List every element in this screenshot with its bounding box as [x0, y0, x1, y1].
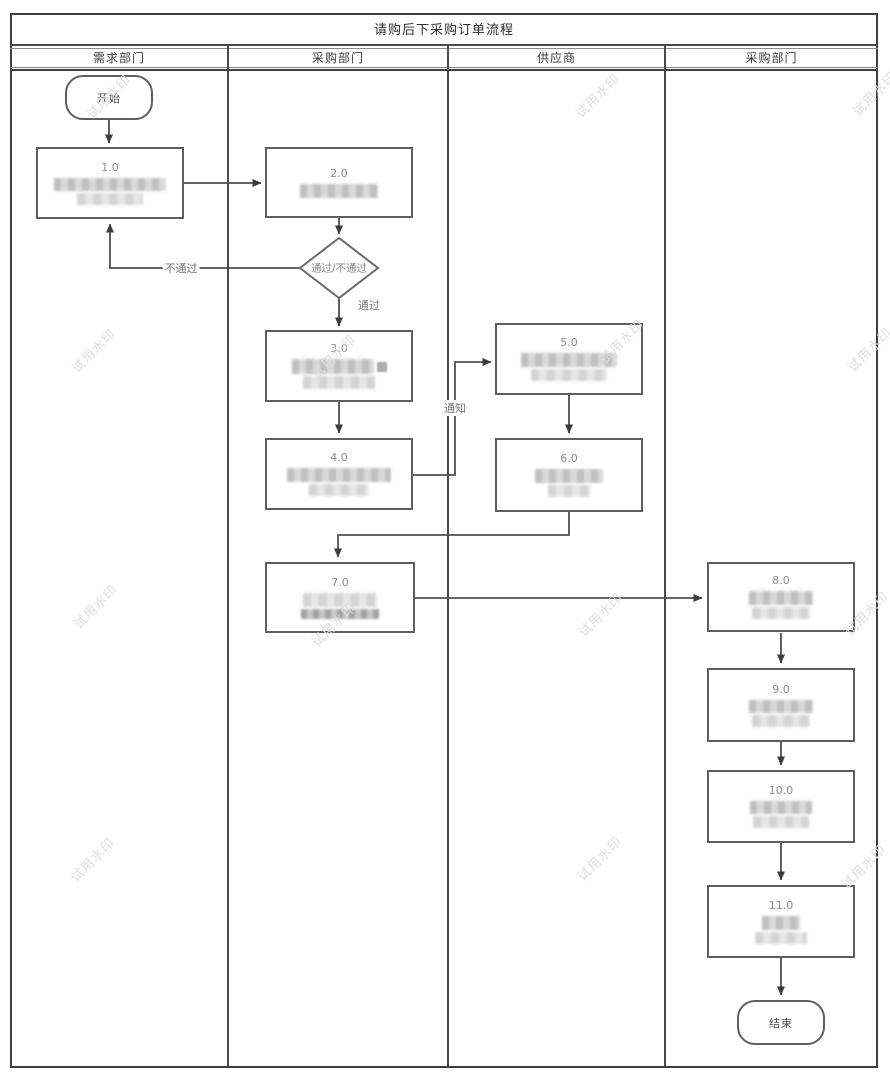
lane-divider-3: [664, 44, 666, 1066]
lane-divider-2: [447, 44, 449, 1066]
step-number: 2.0: [330, 166, 348, 180]
diagram-frame: [10, 13, 878, 1068]
redacted-text-line: [303, 376, 375, 389]
step-box-9: 9.0: [707, 668, 855, 742]
step-box-5: 5.0: [495, 323, 643, 395]
lane-header-purchasing-dept: 采购部门: [311, 50, 364, 65]
redacted-text-line: [287, 468, 391, 482]
step-number: 11.0: [768, 898, 794, 912]
step-box-2: 2.0: [265, 147, 413, 218]
step-number: 8.0: [772, 574, 790, 587]
step-number: 10.0: [768, 784, 794, 797]
redacted-text-line: [762, 915, 800, 930]
step-number: 6.0: [560, 452, 578, 465]
redacted-text-line: [752, 607, 810, 619]
start-terminal: 开始: [65, 75, 153, 120]
edge-label-approve: 通过: [356, 297, 382, 313]
redacted-text-row: [291, 358, 387, 375]
step-box-6: 6.0: [495, 438, 643, 512]
redacted-text-line: [301, 608, 379, 619]
redacted-character: [376, 361, 387, 372]
step-number: 3.0: [330, 342, 348, 355]
redacted-text-line: [755, 931, 807, 944]
step-number: 1.0: [101, 160, 119, 174]
redacted-text-line: [750, 801, 812, 814]
step-number: 4.0: [330, 451, 348, 464]
connector-step4-to-step5: [413, 358, 492, 476]
redacted-text-line: [303, 592, 377, 607]
step-number: 7.0: [331, 575, 349, 589]
lane-header-demand-dept: 需求部门: [92, 50, 145, 65]
redacted-text-line: [749, 699, 813, 713]
step-number: 9.0: [772, 682, 790, 696]
decision-diamond: [298, 236, 380, 300]
step-number: 5.0: [560, 336, 578, 349]
step-box-7: 7.0: [265, 562, 415, 633]
redacted-text-line: [291, 359, 374, 374]
redacted-text-line: [535, 469, 603, 483]
step-box-8: 8.0: [707, 562, 855, 632]
lane-header-supplier: 供应商: [536, 50, 576, 65]
step-box-3: 3.0: [265, 330, 413, 402]
redacted-text-line: [54, 177, 166, 191]
header-separator: [10, 69, 878, 71]
decision-label: 通过/不通过: [310, 262, 368, 275]
redacted-text-line: [521, 353, 617, 367]
lane-divider-1: [227, 44, 229, 1066]
redacted-text-line: [752, 714, 810, 727]
diagram-title: 请购后下采购订单流程: [373, 23, 514, 38]
lane-header-purchasing-dept-2: 采购部门: [745, 50, 798, 65]
redacted-text-line: [548, 485, 590, 497]
redacted-text-line: [531, 369, 607, 381]
redacted-text-line: [749, 591, 813, 605]
end-terminal: 结束: [737, 1000, 825, 1045]
redacted-text-line: [300, 183, 378, 198]
step-box-10: 10.0: [707, 770, 855, 843]
edge-label-notify: 通知: [442, 400, 468, 416]
title-separator: [10, 44, 878, 46]
step-box-4: 4.0: [265, 438, 413, 510]
redacted-text-line: [309, 484, 369, 496]
step-box-11: 11.0: [707, 885, 855, 958]
connector-step6-to-step7: [334, 512, 570, 558]
title-separator-inner: [10, 47, 878, 49]
connector-decision-reject-to-step1: [106, 223, 299, 269]
step-box-1: 1.0: [36, 147, 184, 219]
redacted-text-line: [77, 192, 143, 205]
header-separator-inner: [10, 66, 878, 68]
edge-label-reject: 不通过: [162, 260, 200, 276]
redacted-text-line: [753, 816, 809, 828]
